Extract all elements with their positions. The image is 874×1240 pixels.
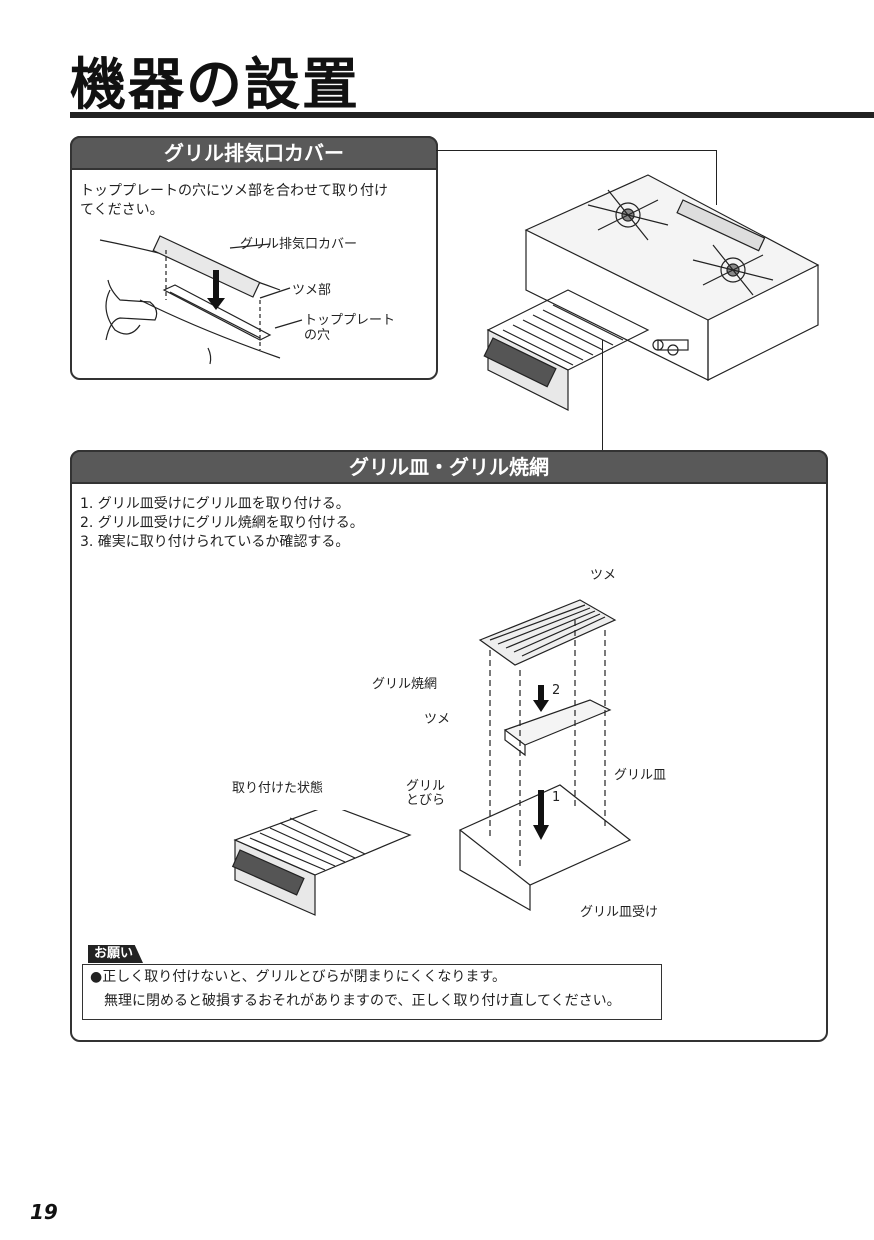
notice-tag: お願い bbox=[88, 945, 144, 963]
cover-instruction-line2: てください。 bbox=[80, 202, 164, 218]
grill-door-label-line2: とびら bbox=[406, 793, 446, 808]
title-rule bbox=[70, 112, 874, 118]
connector-grill-v bbox=[602, 340, 603, 450]
grill-section-box: グリル皿・グリル焼網 bbox=[70, 450, 828, 1042]
page-title: 機器の設置 bbox=[70, 53, 360, 118]
plate-holder-label: グリル皿受け bbox=[580, 905, 659, 920]
cover-illustration bbox=[99, 235, 303, 365]
cover-section-heading: グリル排気口カバー bbox=[70, 136, 438, 170]
notice-box bbox=[82, 964, 662, 1020]
attached-state-label: 取り付けた状態 bbox=[232, 781, 324, 796]
tsume-top-label: ツメ bbox=[590, 568, 617, 583]
step-2: 2. グリル皿受けにグリル焼網を取り付ける。 bbox=[80, 515, 364, 531]
connector-v bbox=[716, 150, 717, 205]
grill-exploded-illustration bbox=[458, 599, 632, 912]
notice-line2: 無理に閉めると破損するおそれがありますので、正しく取り付け直してください。 bbox=[104, 993, 621, 1009]
cover-label: グリル排気口カバー bbox=[240, 237, 358, 252]
hole-label-line2: の穴 bbox=[304, 328, 331, 343]
step-3: 3. 確実に取り付けられているか確認する。 bbox=[80, 534, 350, 550]
connector-h bbox=[436, 150, 716, 151]
page-number: 19 bbox=[30, 1200, 58, 1224]
cover-instruction-line1: トッププレートの穴にツメ部を合わせて取り付け bbox=[80, 183, 388, 199]
cover-section-box: グリル排気口カバー bbox=[70, 136, 438, 380]
grill-plate-label: グリル皿 bbox=[614, 768, 667, 783]
step2-number: 2 bbox=[552, 683, 561, 698]
grill-section-heading: グリル皿・グリル焼網 bbox=[70, 450, 828, 484]
stove-illustration bbox=[483, 174, 820, 411]
hole-label-line1: トッププレート bbox=[304, 313, 396, 328]
step1-number: 1 bbox=[552, 790, 561, 805]
grill-attached-illustration bbox=[231, 810, 412, 916]
grill-net-label: グリル焼網 bbox=[372, 677, 438, 692]
step-1: 1. グリル皿受けにグリル皿を取り付ける。 bbox=[80, 496, 350, 512]
notice-line1: ●正しく取り付けないと、グリルとびらが閉まりにくくなります。 bbox=[90, 969, 506, 985]
tab-label: ツメ部 bbox=[292, 283, 332, 298]
tsume-left-label: ツメ bbox=[424, 712, 451, 727]
grill-door-label-line1: グリル bbox=[406, 779, 446, 794]
